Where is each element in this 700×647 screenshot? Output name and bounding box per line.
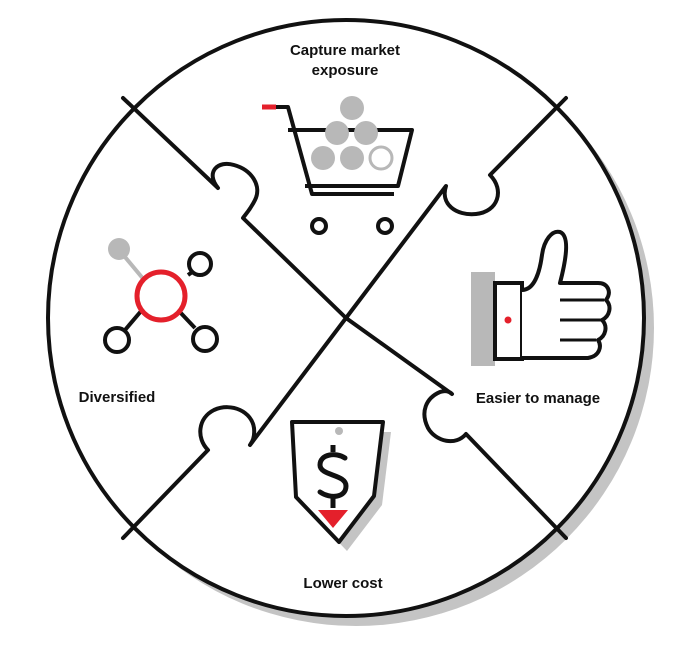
divider-lower-right	[344, 316, 568, 540]
shopping-cart-icon	[262, 96, 414, 235]
label-easier-to-manage: Easier to manage	[476, 390, 600, 407]
thumbs-up-icon	[471, 229, 612, 366]
divider-lower-left	[121, 316, 348, 540]
label-diversified: Diversified	[79, 389, 156, 406]
label-lower-cost: Lower cost	[303, 575, 382, 592]
network-nodes-icon	[103, 238, 219, 354]
divider-upper-right	[344, 96, 568, 320]
puzzle-dividers	[121, 96, 568, 540]
price-tag-dollar-icon	[290, 420, 391, 551]
label-capture-market-line2: exposure	[312, 62, 379, 79]
label-capture-market-line1: Capture market	[290, 42, 400, 59]
divider-upper-left	[121, 96, 348, 320]
